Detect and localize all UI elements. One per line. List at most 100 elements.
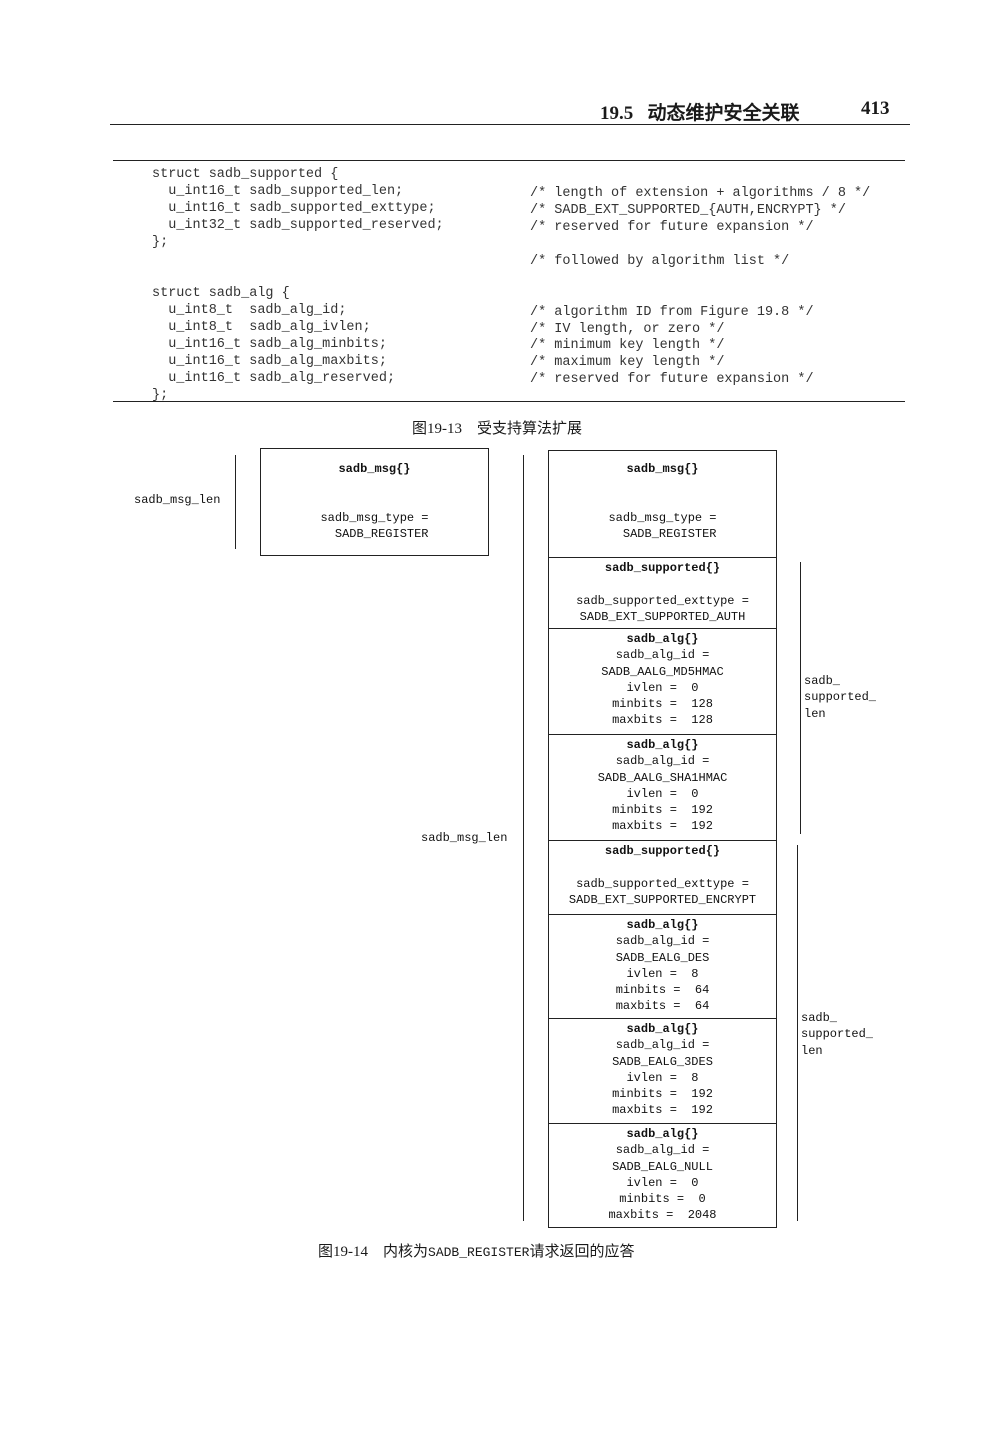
field-line xyxy=(549,477,776,493)
section-title: sadb_supported{} xyxy=(604,561,721,575)
field-line: ivlen = 0 xyxy=(626,786,699,801)
field-line: sadb_alg_id = xyxy=(615,1038,710,1053)
code-comment: /* IV length, or zero */ xyxy=(530,321,725,337)
field-line: ivlen = 0 xyxy=(626,1175,699,1190)
caption-text: 受支持算法扩展 xyxy=(477,421,583,437)
field-line: SADB_EALG_3DES xyxy=(612,1054,713,1069)
field-line: SADB_EALG_DES xyxy=(615,950,710,965)
field-line: ivlen = 8 xyxy=(626,1070,699,1085)
left-sadb-msg-box: sadb_msg{} sadb_msg_type = SADB_REGISTER xyxy=(260,448,489,556)
field-line xyxy=(549,576,776,592)
field-line: minbits = 192 xyxy=(612,803,713,818)
code-comment: /* followed by algorithm list */ xyxy=(530,254,790,269)
sadb-supported-auth-section: sadb_supported{} sadb_supported_exttype =… xyxy=(549,557,776,628)
code-line: u_int16_t sadb_alg_maxbits; xyxy=(152,354,387,369)
code-comment: /* length of extension + algorithms / 8 … xyxy=(530,186,871,201)
section-title: sadb_msg{} xyxy=(338,462,411,476)
sadb-alg-sha1hmac-section: sadb_alg{} sadb_alg_id =SADB_AALG_SHA1HMA… xyxy=(549,734,776,840)
sadb-alg-md5hmac-section: sadb_alg{} sadb_alg_id =SADB_AALG_MD5HMAC… xyxy=(549,628,776,734)
field-line xyxy=(549,494,776,510)
field-line: minbits = 128 xyxy=(612,697,713,712)
code-comment: /* algorithm ID from Figure 19.8 */ xyxy=(530,304,814,320)
code-line xyxy=(152,251,444,268)
caption-text: 内核为 xyxy=(383,1244,429,1260)
section-number: 19.5 xyxy=(600,103,634,124)
field-line: sadb_alg_id = xyxy=(615,934,710,949)
supported-len-label-2: sadb_ supported_ len xyxy=(801,1011,874,1058)
code-comments: /* length of extension + algorithms / 8 … xyxy=(530,168,870,405)
field-line: maxbits = 64 xyxy=(615,999,710,1014)
code-comment: /* minimum key length */ xyxy=(530,338,725,354)
supported-len-label-1: sadb_ supported_ len xyxy=(804,674,877,721)
supported-len-bracket-2 xyxy=(797,845,798,1221)
section-title: sadb_alg{} xyxy=(626,632,699,646)
field-line: maxbits = 2048 xyxy=(608,1208,717,1223)
code-comment xyxy=(530,388,870,405)
code-line: }; xyxy=(152,235,169,250)
code-bottom-rule xyxy=(113,401,905,402)
section-title: sadb_alg{} xyxy=(626,738,699,752)
code-line xyxy=(152,268,444,285)
field-line: SADB_EALG_NULL xyxy=(612,1159,713,1174)
field-line: minbits = 192 xyxy=(612,1087,713,1102)
field-line: sadb_alg_id = xyxy=(615,754,710,769)
code-top-rule xyxy=(113,160,905,161)
code-line: u_int8_t sadb_alg_id; xyxy=(152,303,347,318)
code-line: u_int16_t sadb_alg_reserved; xyxy=(152,371,396,386)
code-declarations: struct sadb_supported { u_int16_t sadb_s… xyxy=(152,166,444,404)
field-line: sadb_alg_id = xyxy=(615,1143,710,1158)
field-line: SADB_REGISTER xyxy=(608,527,717,542)
field-line: maxbits = 128 xyxy=(612,713,713,728)
code-line: struct sadb_supported { xyxy=(152,167,339,182)
field-line: ivlen = 0 xyxy=(626,680,699,695)
code-comment: /* reserved for future expansion */ xyxy=(530,371,814,387)
code-comment xyxy=(530,168,870,185)
section-title: sadb_alg{} xyxy=(626,918,699,932)
field-line: SADB_EXT_SUPPORTED_AUTH xyxy=(579,609,746,624)
msg-len-bracket-right xyxy=(523,455,524,1221)
field-line: sadb_msg_type = xyxy=(320,510,429,525)
section-title: sadb_alg{} xyxy=(626,1022,699,1036)
header-rule xyxy=(110,124,910,125)
sadb-supported-encrypt-section: sadb_supported{} sadb_supported_exttype =… xyxy=(549,840,776,914)
code-line: u_int16_t sadb_alg_minbits; xyxy=(152,337,387,352)
field-line: minbits = 64 xyxy=(615,983,710,998)
caption-number: 图19-13 xyxy=(412,421,462,437)
code-line: }; xyxy=(152,388,169,403)
page-number: 413 xyxy=(861,98,890,119)
code-line: u_int16_t sadb_supported_len; xyxy=(152,184,404,199)
sadb-msg-section: sadb_msg{}sadb_msg_type = SADB_REGISTER xyxy=(549,451,776,557)
section-title: sadb_supported{} xyxy=(604,844,721,858)
code-comment: /* reserved for future expansion */ xyxy=(530,220,814,235)
figure-19-13-caption: 图19-13 受支持算法扩展 xyxy=(412,417,582,438)
section-title: sadb_msg{} xyxy=(626,462,699,476)
field-line: sadb_supported_exttype = xyxy=(576,876,749,891)
field-line xyxy=(549,859,776,875)
field-line: minbits = 0 xyxy=(619,1192,706,1207)
code-line: u_int8_t sadb_alg_ivlen; xyxy=(152,320,371,335)
code-line: struct sadb_alg { xyxy=(152,286,290,301)
code-comment: /* SADB_EXT_SUPPORTED_{AUTH,ENCRYPT} */ xyxy=(530,203,846,218)
running-header: 19.5 动态维护安全关联 xyxy=(600,98,800,125)
field-line: maxbits = 192 xyxy=(612,819,713,834)
section-title: sadb_alg{} xyxy=(626,1127,699,1141)
field-line: sadb_alg_id = xyxy=(615,648,710,663)
field-line: SADB_REGISTER xyxy=(320,527,429,542)
sadb-msg-section: sadb_msg{} sadb_msg_type = SADB_REGISTER xyxy=(261,449,488,555)
field-line: sadb_supported_exttype = xyxy=(576,593,749,608)
caption-code: SADB_REGISTER xyxy=(428,1245,530,1260)
section-title: 动态维护安全关联 xyxy=(647,103,800,124)
sadb-msg-len-label-right: sadb_msg_len xyxy=(421,831,508,845)
code-comment xyxy=(530,270,870,287)
field-line: SADB_EXT_SUPPORTED_ENCRYPT xyxy=(568,892,757,907)
msg-len-bracket-left xyxy=(235,455,236,549)
field-line: SADB_AALG_SHA1HMAC xyxy=(597,770,728,785)
field-line: SADB_AALG_MD5HMAC xyxy=(601,664,724,679)
caption-text-end: 请求返回的应答 xyxy=(529,1244,635,1260)
sadb-msg-len-label-left: sadb_msg_len xyxy=(134,493,221,507)
code-line: u_int16_t sadb_supported_exttype; xyxy=(152,201,436,216)
